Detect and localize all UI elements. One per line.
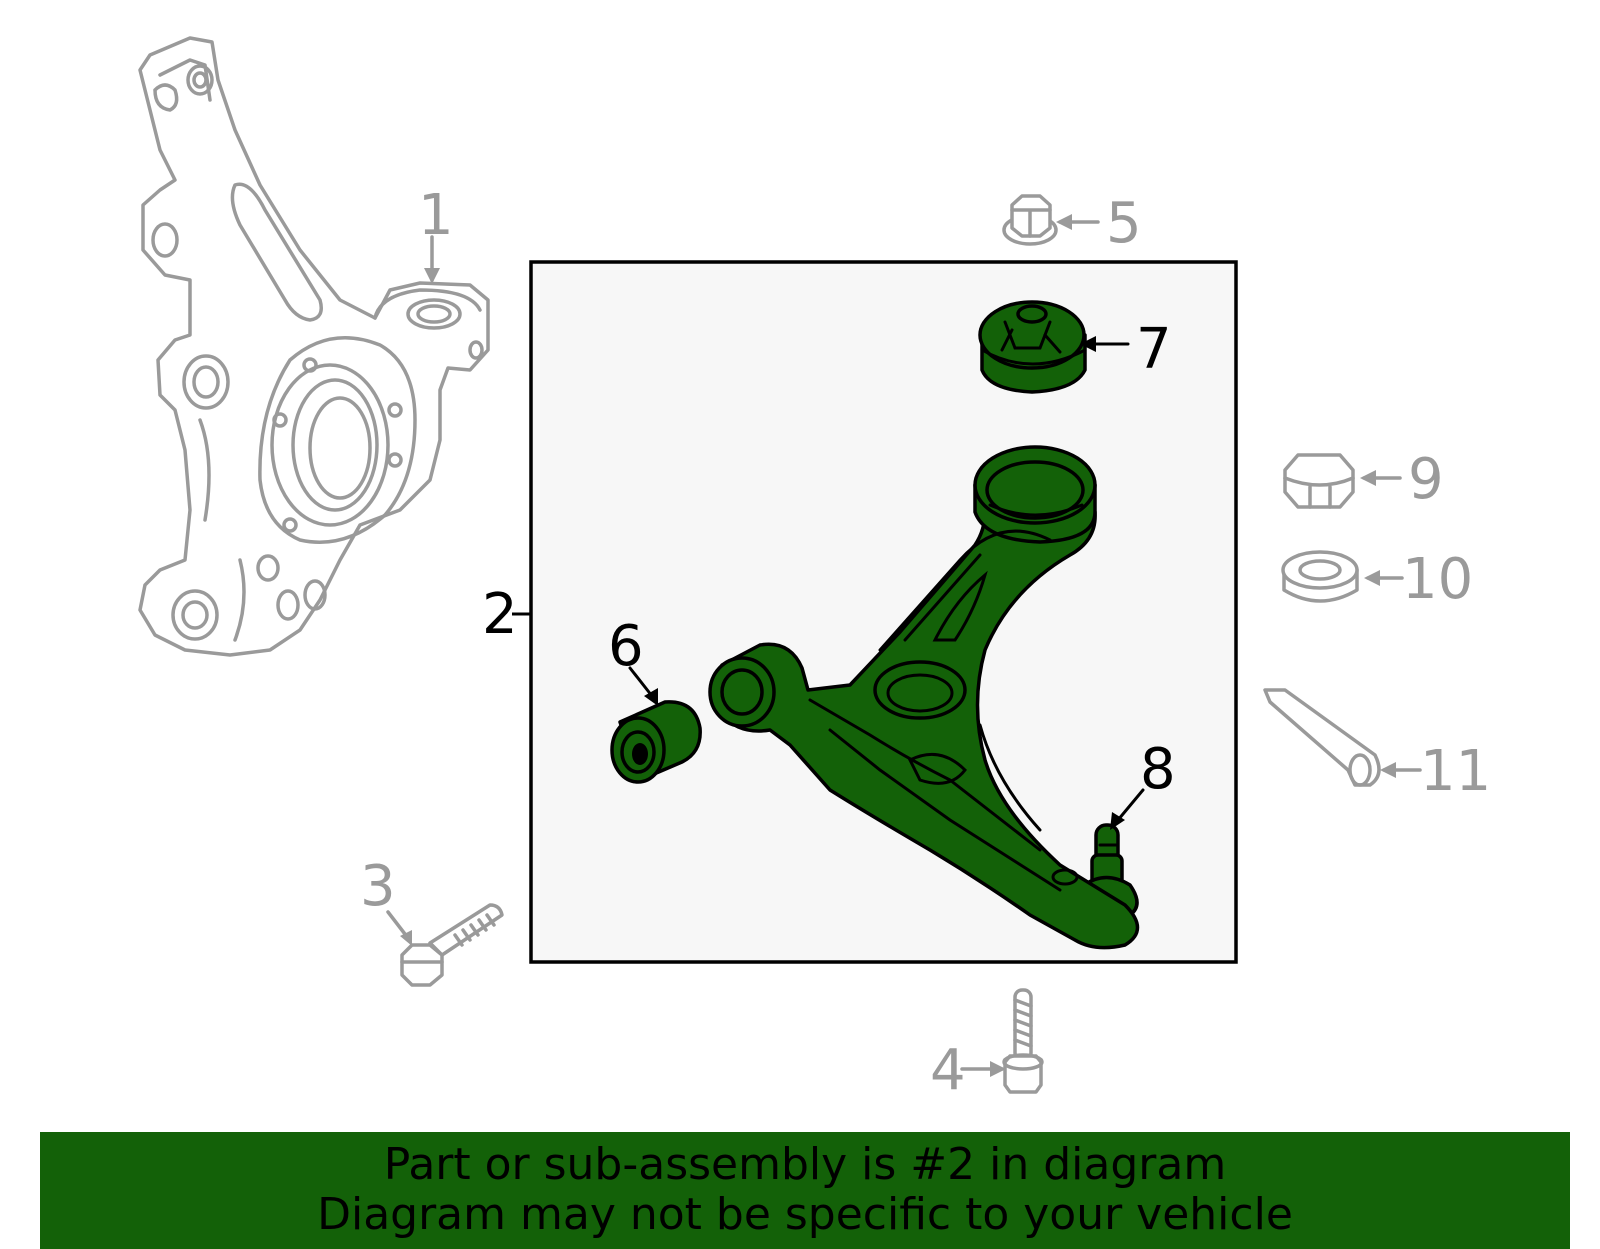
callout-9: 9 [1408,447,1444,512]
callout-2: 2 [482,582,518,647]
callout-1: 1 [418,183,454,248]
banner-line-1: Part or sub-assembly is #2 in diagram [383,1139,1227,1190]
part-1-steering-knuckle[interactable] [138,36,490,657]
part-5-nut[interactable] [1002,194,1058,246]
callout-6: 6 [608,614,644,679]
part-6-bushing[interactable] [610,700,702,784]
part-9-nut[interactable] [1283,453,1355,509]
callout-10: 10 [1402,547,1473,612]
part-2-control-arm[interactable] [708,445,1140,950]
callout-5: 5 [1106,191,1142,256]
part-4-bolt[interactable] [1002,988,1044,1094]
callout-7: 7 [1136,317,1172,382]
part-10-washer[interactable] [1281,550,1359,603]
part-7-bushing[interactable] [978,300,1087,394]
banner-line-2: Diagram may not be specific to your vehi… [317,1189,1293,1240]
callout-3: 3 [360,854,396,919]
part-3-bolt[interactable] [400,903,504,987]
subassembly-frame [529,260,1238,964]
callout-8: 8 [1140,737,1176,802]
info-banner: Part or sub-assembly is #2 in diagram Di… [40,1132,1570,1249]
part-11-cotter-pin[interactable] [1263,688,1381,787]
callout-11: 11 [1420,739,1491,804]
callout-4: 4 [930,1038,966,1103]
